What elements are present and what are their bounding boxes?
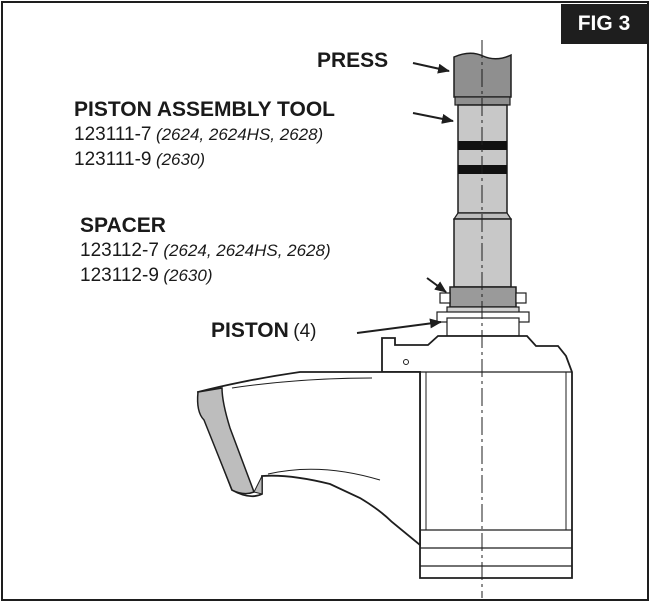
figure-badge: FIG 3 (561, 4, 647, 44)
tool-part-2-models: (2630) (155, 150, 206, 169)
piston-leader (356, 318, 442, 334)
tool-part-2: 123111-9 (2630) (74, 149, 205, 171)
spacer-title: SPACER (80, 214, 166, 237)
spacer-part-1: 123112-7 (2624, 2624HS, 2628) (80, 240, 331, 262)
piston-ref: (4) (293, 321, 317, 342)
spacer-part-2-models: (2630) (163, 266, 213, 285)
spacer-part-2-number: 123112-9 (80, 265, 159, 286)
tool-part-1-models: (2624, 2624HS, 2628) (155, 125, 324, 144)
spacer-leader (426, 277, 447, 293)
tool-body (196, 335, 573, 579)
press-label: PRESS (317, 49, 389, 72)
tool-part-1: 123111-7 (2624, 2624HS, 2628) (74, 124, 323, 146)
tool-leader (412, 112, 454, 124)
tool-title: PISTON ASSEMBLY TOOL (74, 98, 336, 121)
tool-part-2-number: 123111-9 (74, 149, 152, 170)
tool-band-upper (458, 141, 507, 150)
piston-part (436, 306, 530, 337)
spacer-part-2: 123112-9 (2630) (80, 265, 212, 287)
tool-part-1-number: 123111-7 (74, 124, 152, 145)
press-leader (412, 62, 450, 74)
piston-title: PISTON (211, 319, 289, 342)
spacer-part (439, 286, 527, 308)
piston-label: PISTON (4) (211, 319, 316, 343)
spacer-part-1-models: (2624, 2624HS, 2628) (163, 241, 331, 260)
spacer-part-1-number: 123112-7 (80, 240, 159, 261)
